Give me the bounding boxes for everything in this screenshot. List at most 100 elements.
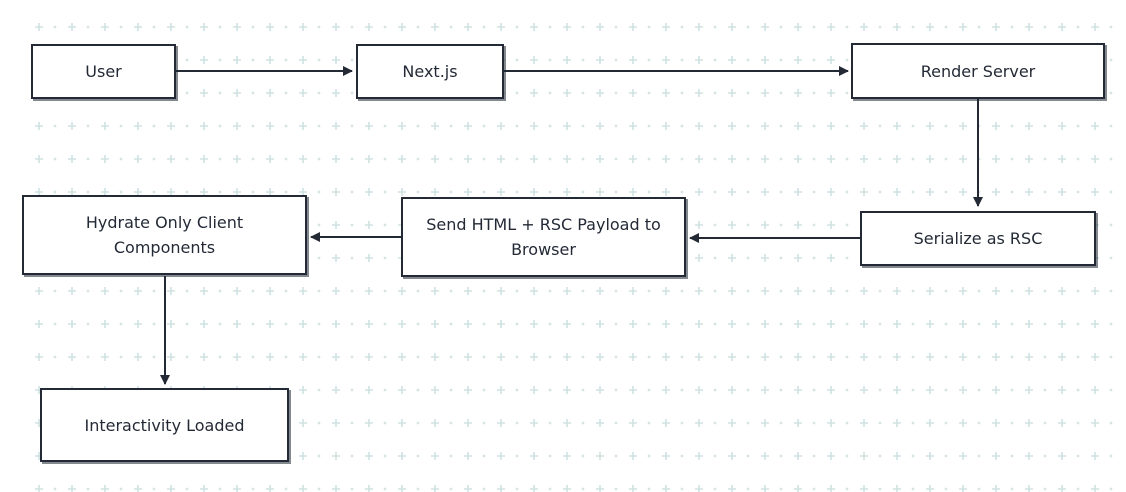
- grid-dot: [284, 91, 288, 95]
- grid-dot: [53, 124, 57, 128]
- grid-dot: [746, 25, 750, 29]
- grid-dot: [746, 124, 750, 128]
- node-serialize-rsc[interactable]: Serialize as RSC: [860, 211, 1096, 266]
- grid-dot: [482, 388, 486, 392]
- grid-plus-mark: [794, 452, 802, 460]
- grid-plus-mark: [266, 89, 274, 97]
- grid-dot: [251, 25, 255, 29]
- grid-plus-mark: [200, 23, 208, 31]
- grid-dot: [350, 322, 354, 326]
- grid-plus-mark: [695, 287, 703, 295]
- grid-dot: [581, 124, 585, 128]
- grid-plus-mark: [959, 419, 967, 427]
- grid-dot: [515, 388, 519, 392]
- grid-dot: [1109, 355, 1113, 359]
- grid-plus-mark: [497, 386, 505, 394]
- grid-dot: [515, 157, 519, 161]
- grid-plus-mark: [431, 386, 439, 394]
- grid-dot: [647, 322, 651, 326]
- grid-dot: [317, 289, 321, 293]
- grid-plus-mark: [728, 89, 736, 97]
- grid-plus-mark: [266, 188, 274, 196]
- grid-plus-mark: [662, 122, 670, 130]
- grid-dot: [680, 25, 684, 29]
- grid-plus-mark: [596, 452, 604, 460]
- grid-plus-mark: [596, 155, 604, 163]
- grid-dot: [548, 454, 552, 458]
- grid-plus-mark: [101, 23, 109, 31]
- grid-dot: [944, 322, 948, 326]
- grid-dot: [779, 190, 783, 194]
- grid-dot: [845, 256, 849, 260]
- grid-dot: [548, 124, 552, 128]
- grid-dot: [1076, 454, 1080, 458]
- grid-plus-mark: [1058, 188, 1066, 196]
- grid-plus-mark: [134, 353, 142, 361]
- grid-dot: [119, 157, 123, 161]
- grid-plus-mark: [926, 386, 934, 394]
- grid-dot: [614, 91, 618, 95]
- grid-dot: [1010, 157, 1014, 161]
- grid-plus-mark: [299, 386, 307, 394]
- grid-dot: [647, 388, 651, 392]
- grid-dot: [647, 91, 651, 95]
- grid-dot: [350, 289, 354, 293]
- grid-plus-mark: [431, 287, 439, 295]
- grid-dot: [1010, 25, 1014, 29]
- grid-plus-mark: [596, 89, 604, 97]
- node-nextjs-label: Next.js: [402, 62, 458, 81]
- grid-dot: [713, 355, 717, 359]
- grid-dot: [680, 190, 684, 194]
- grid-plus-mark: [596, 419, 604, 427]
- grid-dot: [317, 487, 321, 491]
- grid-dot: [812, 454, 816, 458]
- grid-plus-mark: [233, 188, 241, 196]
- grid-dot: [548, 25, 552, 29]
- grid-dot: [350, 25, 354, 29]
- grid-plus-mark: [728, 122, 736, 130]
- grid-plus-mark: [827, 386, 835, 394]
- grid-dot: [383, 190, 387, 194]
- node-nextjs[interactable]: Next.js: [356, 44, 504, 99]
- grid-dot: [350, 223, 354, 227]
- grid-plus-mark: [35, 188, 43, 196]
- grid-dot: [185, 355, 189, 359]
- grid-plus-mark: [893, 353, 901, 361]
- grid-dot: [185, 190, 189, 194]
- grid-plus-mark: [233, 89, 241, 97]
- node-user[interactable]: User: [31, 44, 176, 99]
- grid-dot: [779, 487, 783, 491]
- grid-plus-mark: [926, 287, 934, 295]
- grid-plus-mark: [992, 386, 1000, 394]
- grid-plus-mark: [728, 386, 736, 394]
- grid-plus-mark: [200, 122, 208, 130]
- node-interactivity[interactable]: Interactivity Loaded: [40, 388, 289, 462]
- grid-dot: [86, 289, 90, 293]
- grid-dot: [779, 25, 783, 29]
- grid-dot: [218, 58, 222, 62]
- grid-plus-mark: [827, 320, 835, 328]
- grid-dot: [812, 223, 816, 227]
- grid-plus-mark: [332, 89, 340, 97]
- grid-dot: [845, 322, 849, 326]
- grid-dot: [812, 289, 816, 293]
- grid-plus-mark: [530, 320, 538, 328]
- grid-dot: [416, 421, 420, 425]
- grid-plus-mark: [860, 122, 868, 130]
- node-send-html[interactable]: Send HTML + RSC Payload to Browser: [401, 197, 686, 277]
- node-render-server[interactable]: Render Server: [851, 43, 1105, 99]
- grid-dot: [647, 124, 651, 128]
- grid-dot: [383, 157, 387, 161]
- grid-dot: [713, 190, 717, 194]
- grid-plus-mark: [1025, 452, 1033, 460]
- grid-dot: [317, 454, 321, 458]
- grid-dot: [614, 421, 618, 425]
- grid-dot: [86, 322, 90, 326]
- grid-dot: [383, 322, 387, 326]
- grid-plus-mark: [860, 386, 868, 394]
- grid-dot: [779, 124, 783, 128]
- grid-dot: [911, 487, 915, 491]
- node-hydrate[interactable]: Hydrate Only Client Components: [22, 195, 307, 275]
- grid-dot: [1109, 388, 1113, 392]
